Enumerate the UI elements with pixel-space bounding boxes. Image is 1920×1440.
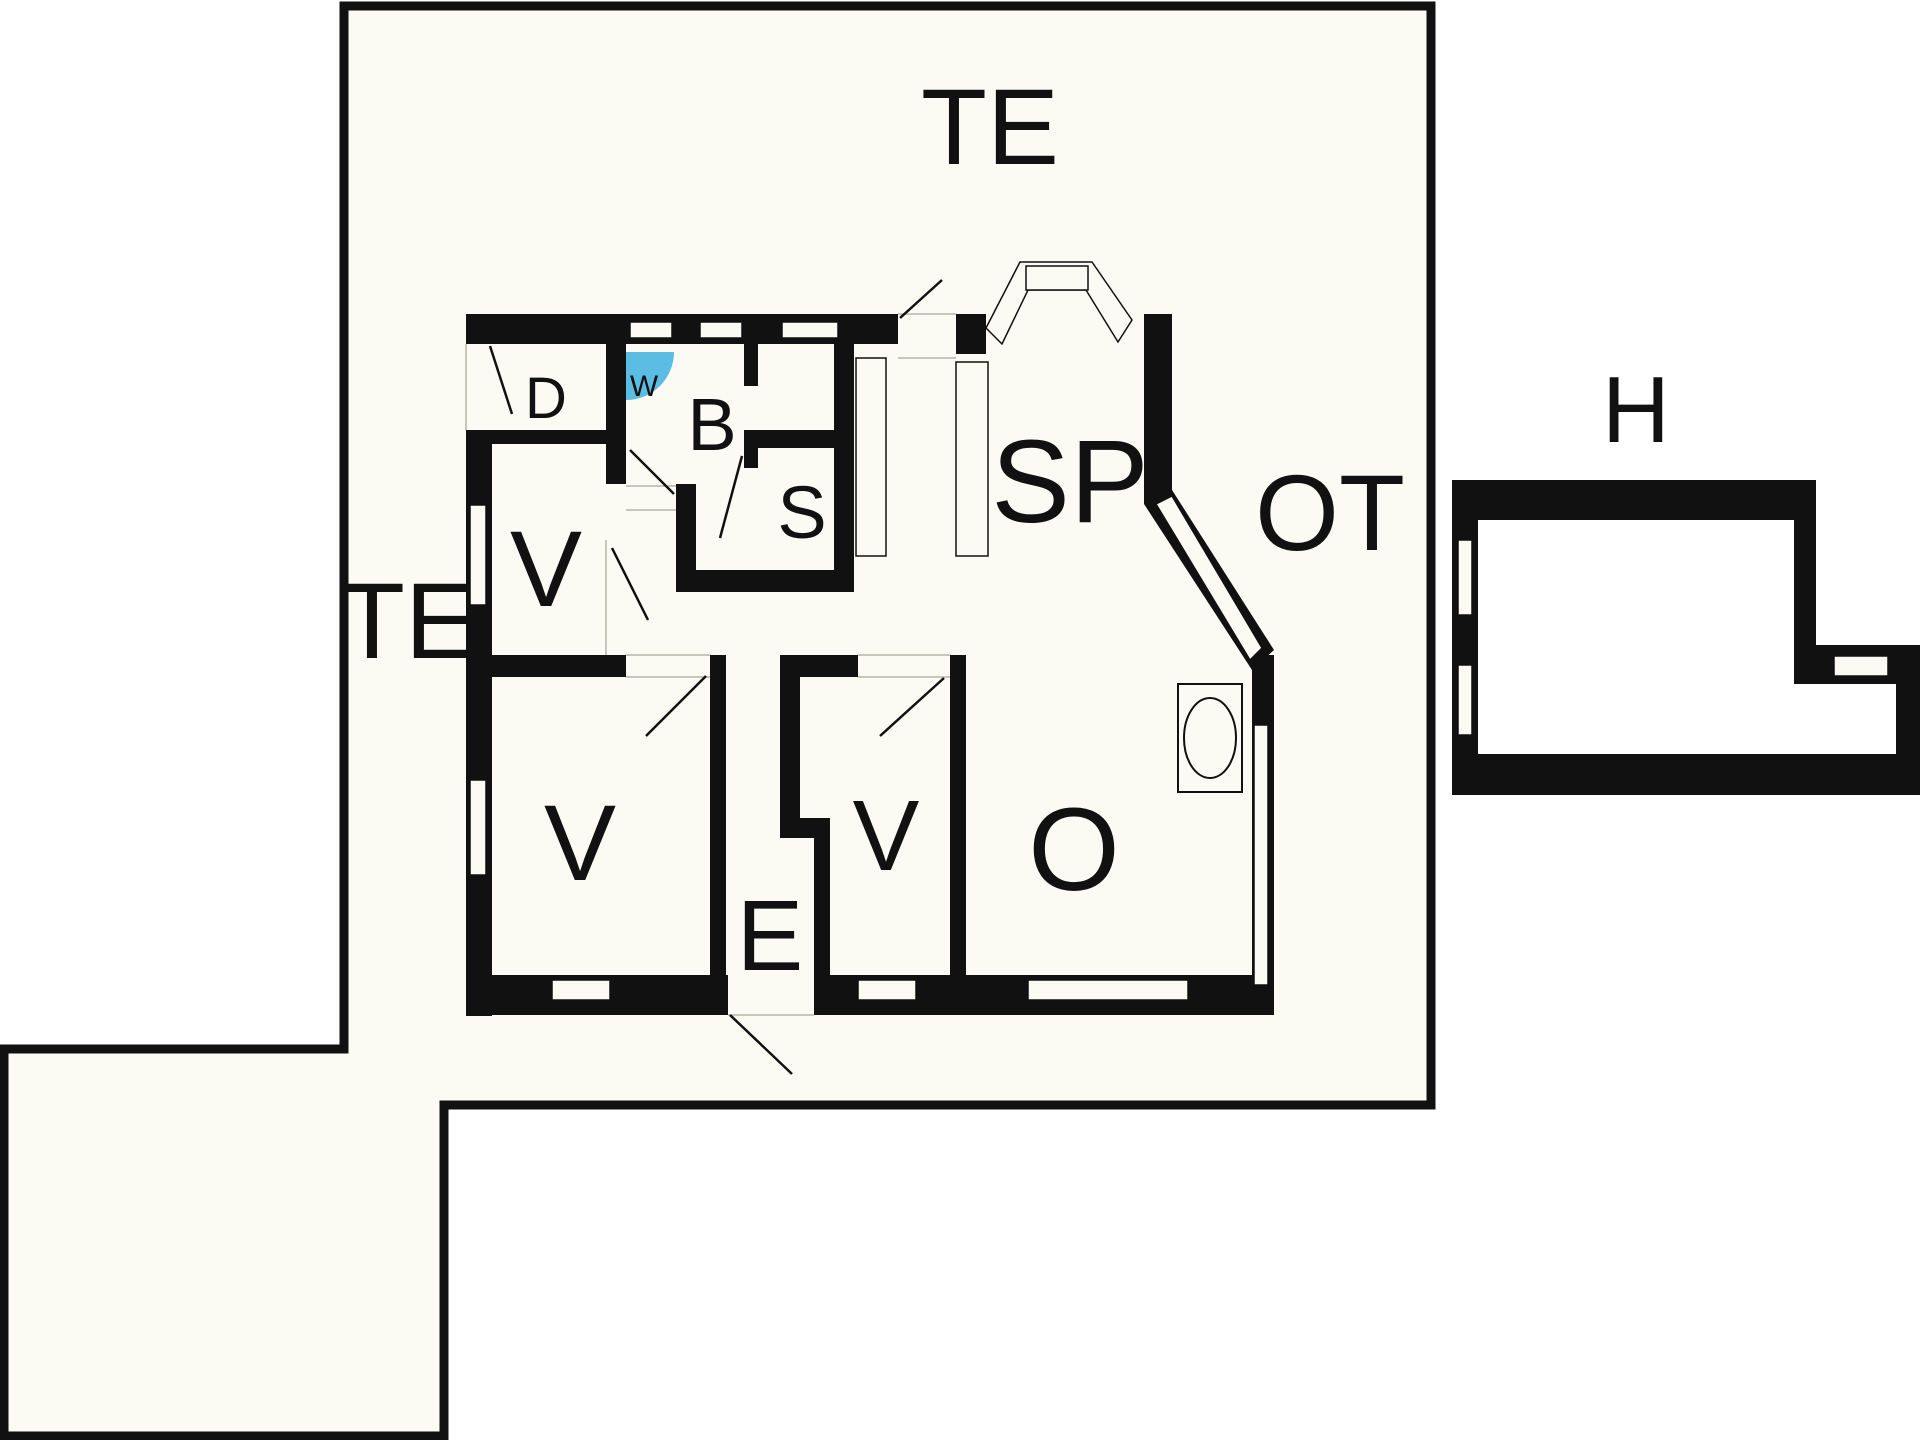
label-terrace-top: TE — [921, 66, 1059, 187]
label-sauna: S — [777, 471, 826, 554]
label-drying-room: D — [525, 366, 567, 431]
windows — [469, 261, 1269, 1001]
toilet-quarter-icon — [626, 352, 674, 400]
label-toilet: W — [630, 370, 659, 403]
label-bathroom: B — [687, 383, 736, 466]
doors — [465, 279, 956, 1075]
label-shed: H — [1602, 357, 1670, 462]
label-living-room: O — [1028, 784, 1120, 916]
label-bedroom-1: V — [510, 508, 582, 629]
wood-stove-icon — [1177, 683, 1243, 793]
label-outdoor-shower: OT — [1255, 452, 1405, 573]
label-bedroom-3: V — [853, 780, 920, 892]
label-spa: SP — [991, 416, 1148, 548]
label-entrance: E — [737, 880, 804, 992]
label-bedroom-2: V — [544, 782, 616, 903]
label-terrace-left: TE — [339, 560, 477, 681]
shed-building — [1452, 480, 1920, 795]
